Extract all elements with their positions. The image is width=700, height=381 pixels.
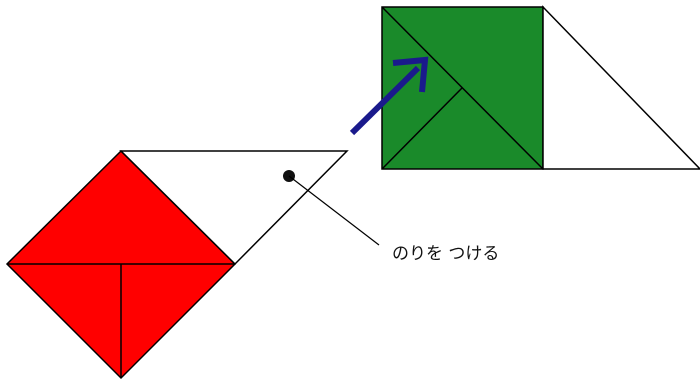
move-arrow-icon: [349, 56, 429, 136]
green-diagonal-fold-line: [381, 6, 544, 170]
red-piece-group: [5, 149, 349, 380]
arrow-shaft: [349, 65, 421, 136]
glue-annotation-label: のりを つける: [392, 244, 499, 264]
green-flap-triangle: [542, 5, 700, 170]
annotation-leader-line: [288, 175, 380, 246]
green-piece-group: [381, 5, 700, 170]
green-inner-fold-line: [381, 87, 463, 170]
arrow-head: [392, 56, 429, 93]
